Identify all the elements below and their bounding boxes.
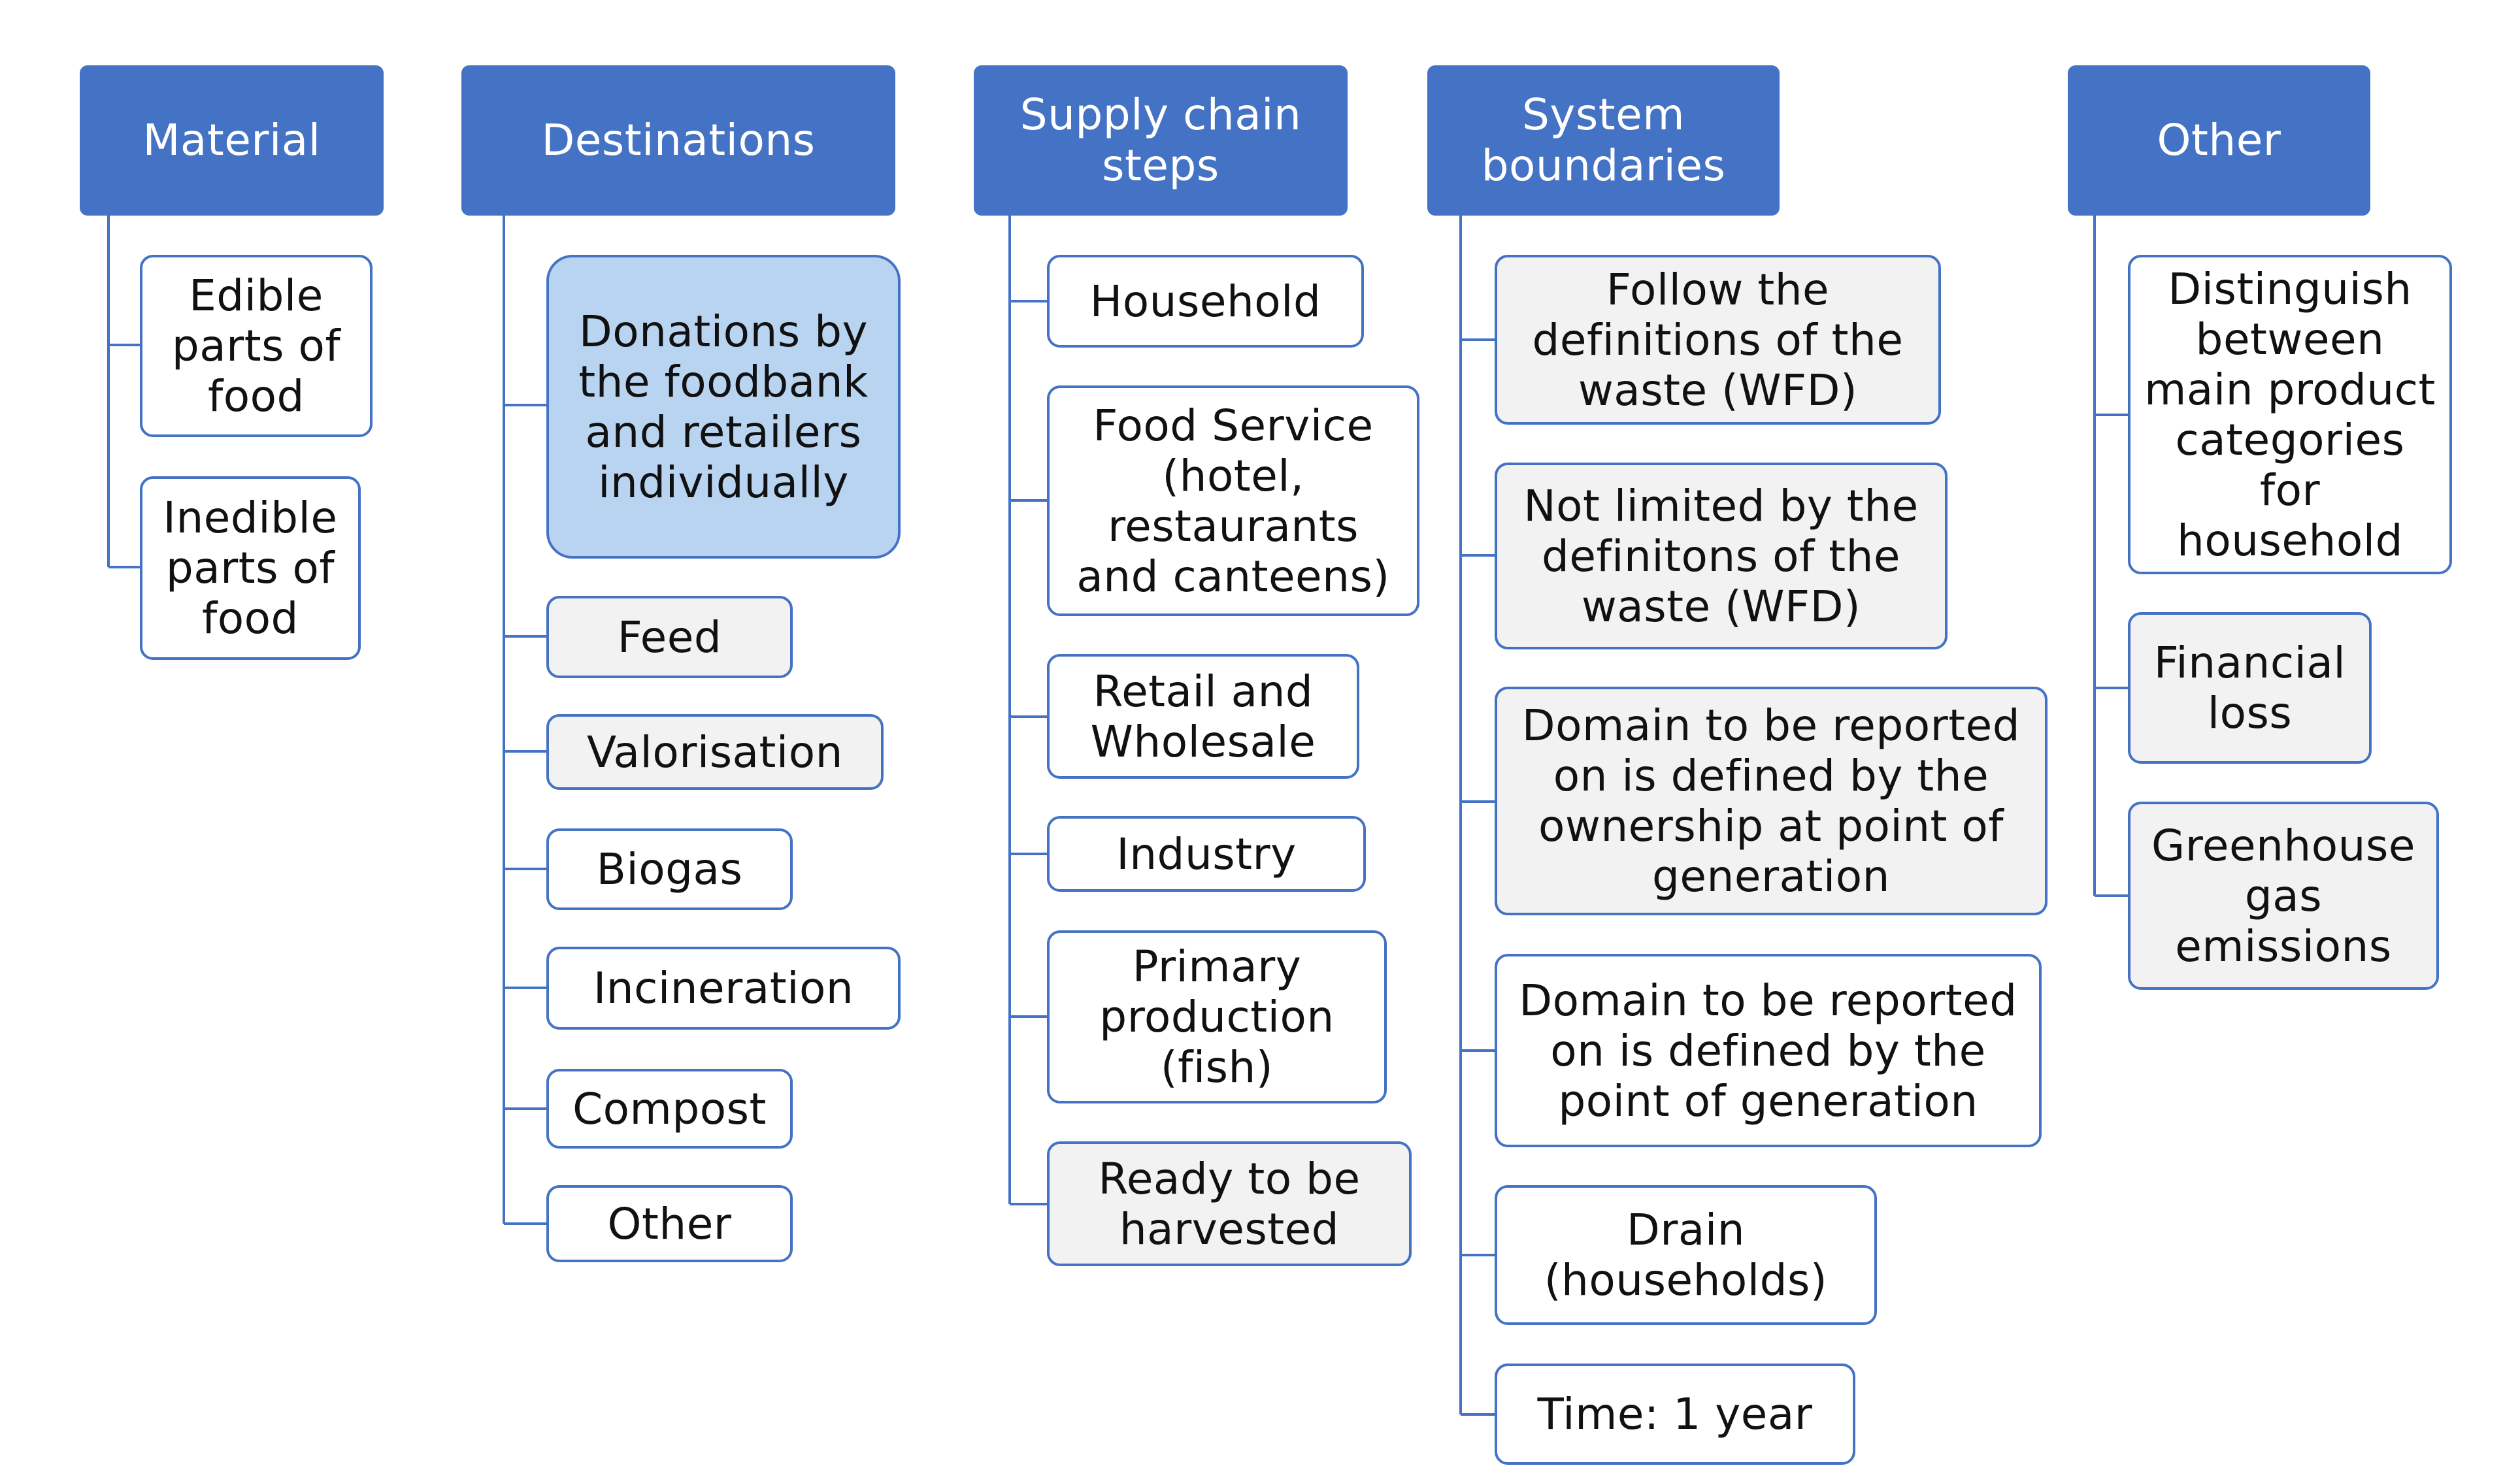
node-distinguish-categories: Distinguish between main product categor… bbox=[2128, 255, 2452, 574]
node-destinations-other: Other bbox=[546, 1185, 793, 1262]
node-inedible-parts-of-food: Inedible parts of food bbox=[140, 476, 361, 660]
header-material: Material bbox=[80, 65, 384, 216]
node-greenhouse-gas-emissions: Greenhouse gas emissions bbox=[2128, 802, 2439, 990]
node-incineration: Incineration bbox=[546, 947, 901, 1030]
node-primary-production: Primary production (fish) bbox=[1047, 930, 1387, 1103]
node-domain-ownership: Domain to be reported on is defined by t… bbox=[1495, 687, 2048, 915]
node-industry: Industry bbox=[1047, 816, 1366, 892]
node-retail-and-wholesale: Retail and Wholesale bbox=[1047, 654, 1359, 779]
header-destinations: Destinations bbox=[461, 65, 895, 216]
node-biogas: Biogas bbox=[546, 828, 793, 910]
node-edible-parts-of-food: Edible parts of food bbox=[140, 255, 373, 437]
node-drain-households: Drain (households) bbox=[1495, 1185, 1877, 1325]
node-ready-to-be-harvested: Ready to be harvested bbox=[1047, 1141, 1412, 1266]
node-household: Household bbox=[1047, 255, 1364, 348]
node-food-service: Food Service (hotel, restaurants and can… bbox=[1047, 385, 1419, 616]
node-domain-point-of-generation: Domain to be reported on is defined by t… bbox=[1495, 954, 2042, 1147]
node-financial-loss: Financial loss bbox=[2128, 612, 2372, 764]
node-not-limited-wfd: Not limited by the definitons of the was… bbox=[1495, 463, 1948, 649]
node-feed: Feed bbox=[546, 596, 793, 678]
node-compost: Compost bbox=[546, 1069, 793, 1149]
header-supply-chain-steps: Supply chain steps bbox=[974, 65, 1348, 216]
node-valorisation: Valorisation bbox=[546, 714, 884, 790]
header-system-boundaries: System boundaries bbox=[1427, 65, 1780, 216]
header-other: Other bbox=[2068, 65, 2370, 216]
node-time-1-year: Time: 1 year bbox=[1495, 1364, 1855, 1465]
node-donations: Donations by the foodbank and retailers … bbox=[546, 255, 901, 559]
node-follow-wfd: Follow the definitions of the waste (WFD… bbox=[1495, 255, 1941, 425]
